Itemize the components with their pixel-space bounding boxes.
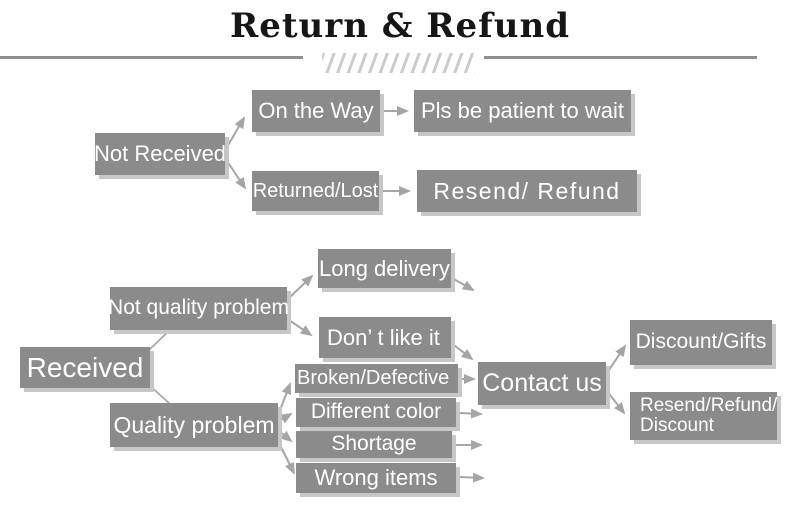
node-dont-like-it: Don’ t like it [319,317,451,358]
node-wrong-items: Wrong items [296,463,456,493]
title-rule-right [484,56,757,59]
node-quality-problem: Quality problem [110,403,278,447]
link-received-notquality [148,329,171,351]
node-on-the-way: On the Way [252,90,380,132]
arrow-notreceived-returnedlost [226,160,247,190]
link-received-quality [148,384,171,405]
arrow-wrongitems-contactus [458,472,485,483]
arrow-dontlike-contactus [449,341,474,361]
node-long-delivery: Long delivery [318,249,451,288]
node-different-color: Different color [296,398,456,427]
title-hatch-decoration [322,53,475,73]
arrow-quality-shortage [278,430,293,443]
node-not-received: Not Received [94,133,226,175]
node-resend-refund-discount: Resend/Refund/ Discount [630,392,777,440]
node-returned-lost: Returned/Lost [252,171,379,211]
arrow-quality-broken [278,382,292,414]
node-received: Received [20,347,150,388]
title-rule-left [0,56,303,59]
arrow-notquality-longdelivery [288,274,314,299]
node-shortage: Shortage [296,431,452,458]
node-resend-refund: Resend/ Refund [417,170,637,212]
page-title: Return & Refund [229,6,571,46]
arrow-contactus-discountgifts [606,344,627,374]
node-not-quality-problem: Not quality problem [108,287,289,330]
arrow-differentcolor-contactus [458,408,483,419]
node-pls-be-patient: Pls be patient to wait [414,90,631,132]
arrow-contactus-resendrefunddiscount [606,390,626,415]
arrow-notreceived-ontheway [226,116,246,148]
arrow-longdelivery-contactus [451,277,475,291]
arrow-quality-wrongitems [278,442,295,475]
arrow-quality-differentcolor [278,412,293,424]
node-contact-us: Contact us [478,362,606,405]
node-discount-gifts: Discount/Gifts [630,320,772,365]
arrow-notquality-dontlike [288,319,313,337]
node-broken-defective: Broken/Defective [295,364,458,393]
